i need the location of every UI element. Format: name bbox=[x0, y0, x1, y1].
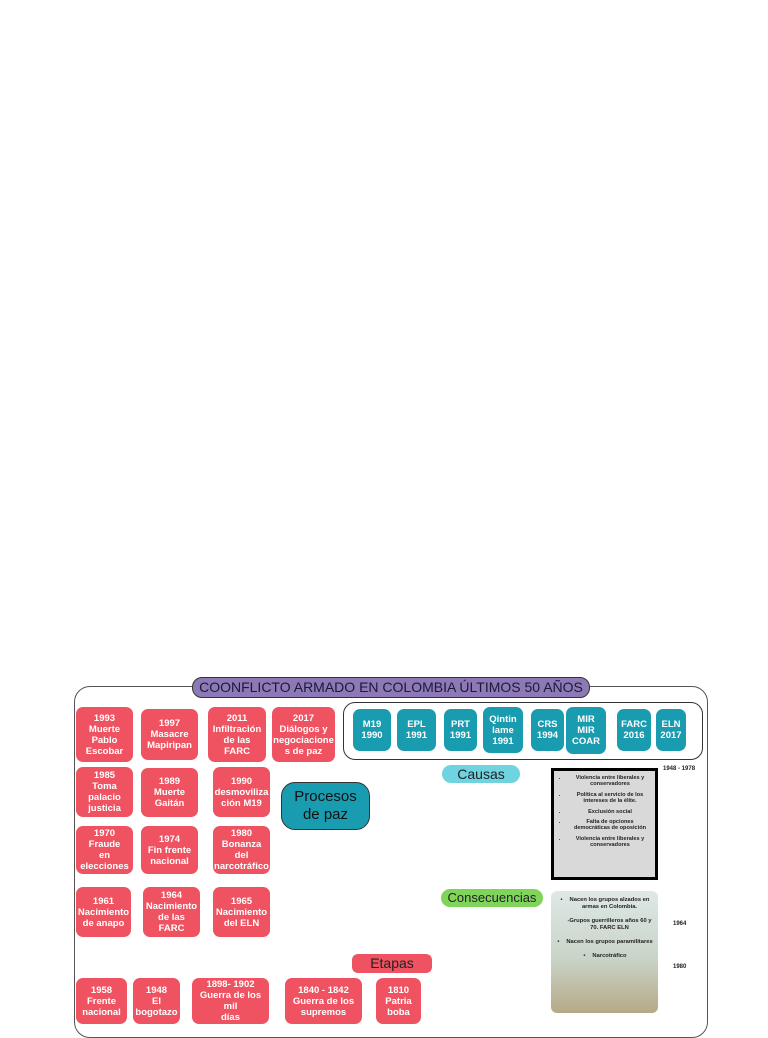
cause-item: Violencia entre liberales y conservadore… bbox=[568, 775, 652, 788]
cause-item: Exclusión social bbox=[568, 809, 652, 815]
year-note: 1980 bbox=[673, 964, 687, 970]
event-1961-anapo: 1961 Nacimiento de anapo bbox=[76, 887, 131, 937]
event-1965-eln: 1965 Nacimiento del ELN bbox=[213, 887, 270, 937]
event-1840-supremos: 1840 - 1842 Guerra de los supremos bbox=[285, 978, 362, 1024]
event-1985-palacio: 1985 Toma palacio justicia bbox=[76, 767, 133, 817]
peace-mir: MIR MIR COAR bbox=[566, 707, 606, 754]
peace-farc: FARC 2016 bbox=[617, 709, 651, 751]
etapas-label: Etapas bbox=[352, 954, 432, 973]
event-1898-mil-dias: 1898- 1902 Guerra de los mil días bbox=[192, 978, 269, 1024]
peace-prt: PRT 1991 bbox=[444, 709, 477, 751]
event-1993-escobar: 1993 Muerte Pablo Escobar bbox=[76, 707, 133, 762]
peace-m19: M19 1990 bbox=[353, 709, 391, 751]
consequence-item: Nacen los grupos alzados en armas en Col… bbox=[565, 897, 654, 911]
event-1980-narcotrafico: 1980 Bonanza del narcotráfico bbox=[213, 826, 270, 874]
cause-item: Violencia entre liberales y conservadore… bbox=[568, 836, 652, 849]
procesos-de-paz-node: Procesos de paz bbox=[281, 782, 370, 830]
event-1990-m19: 1990 desmoviliza ción M19 bbox=[213, 767, 270, 817]
page-title: COONFLICTO ARMADO EN COLOMBIA ÚLTIMOS 50… bbox=[192, 677, 590, 698]
consequence-item: -Grupos guerrilleros años 60 y 70. FARC … bbox=[567, 918, 652, 931]
consequence-item: Nacen los grupos paramilitares bbox=[565, 939, 654, 946]
event-1948-bogotazo: 1948 El bogotazo bbox=[133, 978, 180, 1024]
event-1810-patria-boba: 1810 Patria boba bbox=[376, 978, 421, 1024]
event-1970-fraude: 1970 Fraude en elecciones bbox=[76, 826, 133, 874]
causes-list: Violencia entre liberales y conservadore… bbox=[551, 768, 658, 880]
consequence-item: Narcotráfico bbox=[565, 953, 654, 960]
cause-item: Política al servicio de los intereses de… bbox=[568, 792, 652, 805]
event-1958-frente: 1958 Frente nacional bbox=[76, 978, 127, 1024]
event-1997-mapiripan: 1997 Masacre Mapiripan bbox=[141, 709, 198, 760]
peace-quintin-lame: Qintin lame 1991 bbox=[483, 707, 523, 753]
event-1974-frente: 1974 Fin frente nacional bbox=[141, 826, 198, 874]
event-1989-gaitan: 1989 Muerte Gaitán bbox=[141, 768, 198, 817]
peace-crs: CRS 1994 bbox=[531, 709, 564, 751]
event-2017-dialogos: 2017 Diálogos y negociacione s de paz bbox=[272, 707, 335, 762]
year-note: 1948 - 1978 bbox=[663, 766, 696, 772]
peace-eln: ELN 2017 bbox=[656, 709, 686, 751]
peace-epl: EPL 1991 bbox=[397, 709, 436, 751]
causas-label: Causas bbox=[442, 765, 520, 783]
year-note: 1964 bbox=[673, 921, 687, 927]
consecuencias-label: Consecuencias bbox=[441, 889, 543, 907]
event-2011-farc: 2011 Infiltración de las FARC bbox=[208, 707, 266, 762]
event-1964-farc: 1964 Nacimiento de las FARC bbox=[143, 887, 200, 937]
consequences-list: Nacen los grupos alzados en armas en Col… bbox=[551, 891, 658, 1013]
cause-item: Falta de opciones democráticas de oposic… bbox=[568, 819, 652, 832]
